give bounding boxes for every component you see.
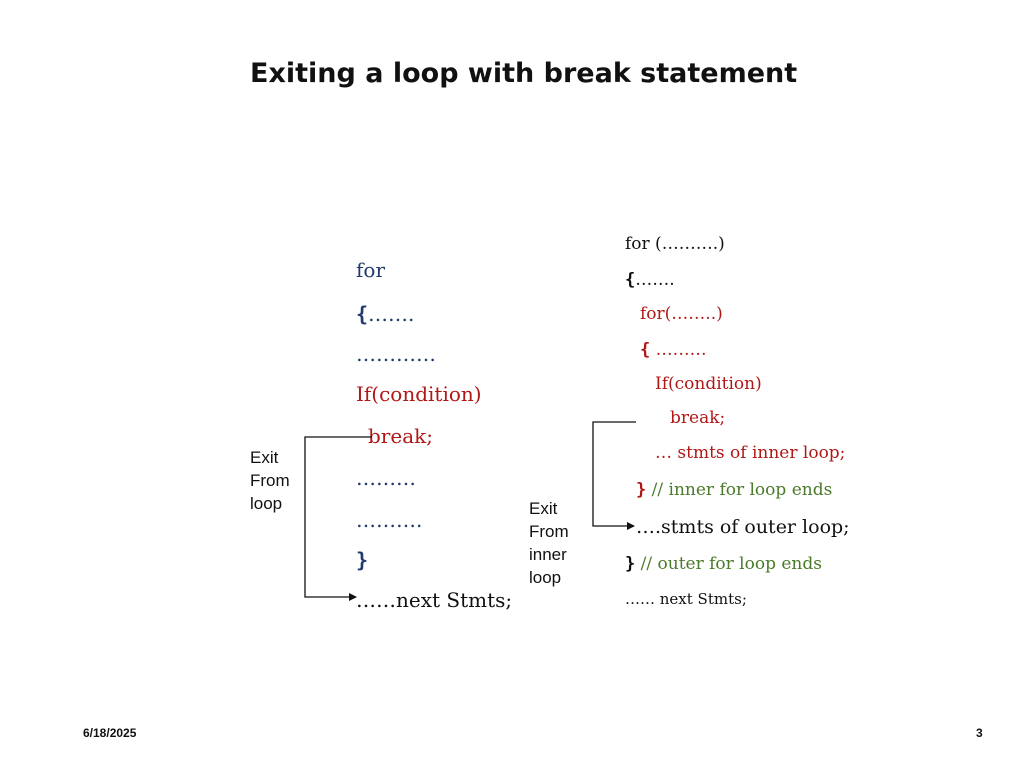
page-number: 3 <box>976 726 983 740</box>
left-open-brace: { <box>356 302 369 326</box>
right-open-inner-rest: ……… <box>650 340 707 360</box>
left-dots-2: ……… <box>356 466 416 490</box>
right-inner-stmts: … stmts of inner loop; <box>655 443 846 463</box>
right-for-inner: for(……..) <box>640 304 723 324</box>
left-dots-1: ………… <box>356 342 436 366</box>
right-if-condition: If(condition) <box>655 374 762 394</box>
left-break: break; <box>368 424 433 448</box>
right-open-inner-brace: { <box>640 340 651 360</box>
right-open-outer-rest: ……. <box>635 270 675 290</box>
left-close-line: } <box>356 548 368 572</box>
right-inner-close-brace: } <box>636 480 647 500</box>
right-exit-label-line: inner <box>529 545 567 564</box>
right-outer-comment: // outer for loop ends <box>635 554 822 574</box>
right-open-inner-line: { ……… <box>640 340 707 360</box>
slide-title: Exiting a loop with break statement <box>250 58 798 89</box>
right-exit-label-line: Exit <box>529 499 558 518</box>
right-open-outer-line: {……. <box>625 270 675 290</box>
right-outer-close-line: } // outer for loop ends <box>625 554 822 574</box>
left-exit-label: Exit From loop <box>250 446 290 515</box>
left-exit-arrow <box>304 436 372 601</box>
left-for: for <box>356 258 386 282</box>
right-exit-arrow <box>592 421 636 530</box>
right-exit-label: Exit From inner loop <box>529 497 569 589</box>
right-for-outer: for (……….) <box>625 234 725 254</box>
left-dots-3: ………. <box>356 508 423 532</box>
footer-date: 6/18/2025 <box>83 726 137 740</box>
right-outer-close-brace: } <box>625 554 636 574</box>
right-inner-close-line: } // inner for loop ends <box>636 480 832 500</box>
left-open-rest: ……. <box>368 302 415 326</box>
right-exit-label-line: loop <box>529 568 562 587</box>
left-exit-label-line: From <box>250 471 290 490</box>
left-close-brace: } <box>356 548 369 572</box>
right-outer-stmts: ….stmts of outer loop; <box>636 516 850 538</box>
left-if-condition: If(condition) <box>356 382 482 406</box>
right-open-outer-brace: { <box>625 270 636 290</box>
left-next-stmts: ……next Stmts; <box>356 588 513 612</box>
right-next-stmts: …… next Stmts; <box>625 590 747 608</box>
right-break: break; <box>670 408 726 428</box>
right-inner-comment: // inner for loop ends <box>646 480 833 500</box>
right-exit-label-line: From <box>529 522 569 541</box>
left-open-line: {……. <box>356 302 414 326</box>
left-exit-label-line: Exit <box>250 448 279 467</box>
left-exit-label-line: loop <box>250 494 283 513</box>
